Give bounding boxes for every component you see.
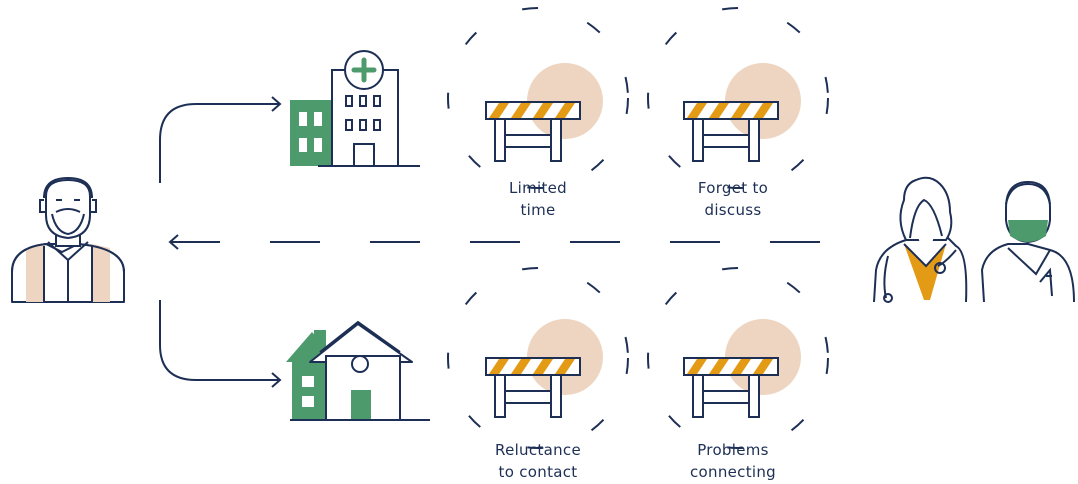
barrier-icon	[485, 318, 604, 418]
barrier-circles	[447, 7, 829, 449]
hospital-icon	[290, 50, 420, 167]
dashed-return-arrow	[168, 234, 842, 250]
nurse-icon	[981, 180, 1075, 303]
arrow-to-home	[159, 300, 282, 388]
barrier-icon	[683, 62, 802, 162]
arrow-to-hospital	[159, 96, 282, 183]
barrier-icon	[485, 62, 604, 162]
doctor-icon	[873, 176, 968, 303]
patient-icon	[11, 176, 125, 303]
home-icon	[286, 320, 430, 421]
barrier-icon	[683, 318, 802, 418]
